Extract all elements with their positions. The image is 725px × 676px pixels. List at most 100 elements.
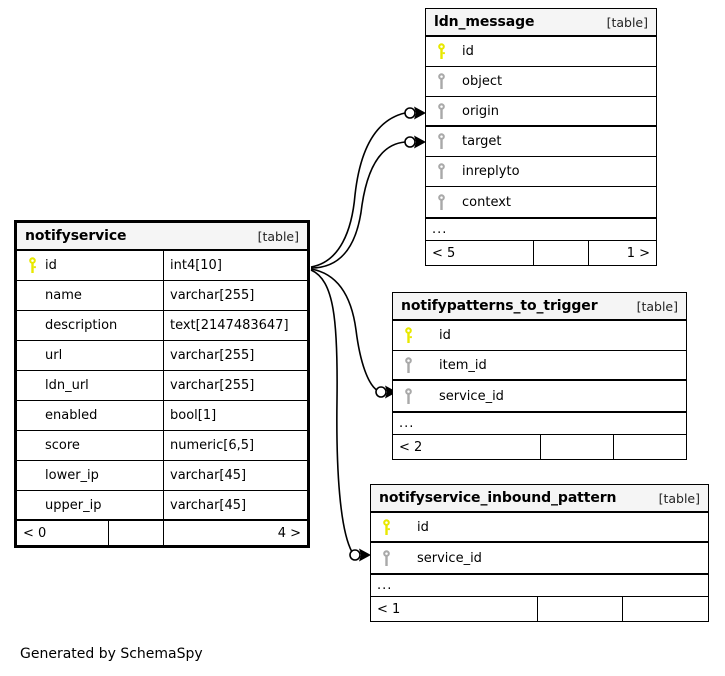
edge-endpoint-circle-patterns (375, 386, 387, 398)
primary-key-icon (23, 257, 41, 274)
column-type: varchar[255] (170, 288, 255, 303)
edge-endpoint-circle-origin (404, 107, 416, 119)
footer-child-count[interactable]: 4 > (277, 525, 301, 541)
primary-key-icon (432, 43, 450, 60)
table-row[interactable]: name varchar[255] (17, 281, 307, 311)
table-row[interactable]: origin (426, 97, 656, 127)
table-notifyservice_inbound_pattern[interactable]: notifyservice_inbound_pattern [table] id (370, 484, 709, 622)
footer-child-count[interactable] (614, 435, 686, 459)
table-row[interactable]: service_id (371, 543, 708, 573)
edge-notifyservice-to-ldn_message-target (310, 141, 406, 269)
table-type-tag: [table] (606, 14, 648, 30)
table-notifypatterns_to_trigger[interactable]: notifypatterns_to_trigger [table] id (392, 292, 687, 460)
foreign-key-icon (432, 163, 450, 180)
table-row[interactable]: description text[2147483647] (17, 311, 307, 341)
column-type: text[2147483647] (170, 318, 289, 333)
table-footer-notifyservice_inbound_pattern: < 1 (371, 597, 708, 621)
footer-parent-count[interactable]: < 5 (426, 241, 534, 265)
column-name: id (417, 519, 429, 535)
column-name: service_id (417, 550, 482, 566)
column-name: inreplyto (462, 164, 520, 179)
table-row[interactable]: upper_ip varchar[45] (17, 491, 307, 521)
foreign-key-icon (432, 73, 450, 90)
foreign-key-icon (399, 387, 417, 405)
column-name: description (45, 318, 118, 333)
table-footer-notifypatterns_to_trigger: < 2 (393, 435, 686, 459)
foreign-key-icon (377, 549, 395, 567)
table-row[interactable]: service_id (393, 381, 686, 411)
table-row[interactable]: ldn_url varchar[255] (17, 371, 307, 401)
table-row[interactable]: id (426, 37, 656, 67)
table-header-notifypatterns_to_trigger: notifypatterns_to_trigger [table] (393, 293, 686, 321)
table-title: notifyservice (25, 228, 127, 244)
table-footer-ldn_message: < 5 1 > (426, 241, 656, 265)
column-name: target (462, 134, 502, 149)
column-name: origin (462, 103, 500, 119)
foreign-key-icon (432, 133, 450, 150)
generator-credit: Generated by SchemaSpy (20, 646, 203, 662)
footer-child-count[interactable]: 1 > (626, 245, 650, 261)
table-row[interactable]: enabled bool[1] (17, 401, 307, 431)
edge-notifyservice-to-notifyservice_inbound_pattern-service_id (310, 269, 353, 553)
column-name: ldn_url (45, 378, 89, 393)
footer-parent-count[interactable]: < 1 (371, 597, 538, 621)
column-name: id (462, 44, 474, 59)
column-name: object (462, 74, 503, 89)
edge-endpoint-circle-target (404, 136, 416, 148)
column-type: bool[1] (170, 408, 217, 423)
column-name: score (45, 438, 80, 453)
column-name: id (439, 328, 451, 343)
column-type: numeric[6,5] (170, 438, 255, 453)
column-type: varchar[255] (170, 348, 255, 363)
footer-parent-count[interactable]: < 0 (17, 521, 109, 545)
column-name: upper_ip (45, 497, 102, 513)
footer-middle (534, 241, 589, 265)
table-footer-notifyservice: < 0 4 > (17, 521, 307, 545)
footer-child-count[interactable] (623, 597, 708, 621)
table-type-tag: [table] (658, 490, 700, 506)
footer-middle (538, 597, 623, 621)
column-type: varchar[255] (170, 378, 255, 393)
edge-endpoint-circle-inbound (349, 549, 361, 561)
table-row[interactable]: inreplyto (426, 157, 656, 187)
table-header-notifyservice_inbound_pattern: notifyservice_inbound_pattern [table] (371, 485, 708, 513)
table-row[interactable]: id (393, 321, 686, 351)
table-row[interactable]: url varchar[255] (17, 341, 307, 371)
foreign-key-icon (432, 102, 450, 120)
column-name: lower_ip (45, 468, 99, 483)
column-name: name (45, 288, 82, 303)
column-name: context (462, 194, 511, 210)
foreign-key-icon (432, 193, 450, 211)
column-type: varchar[45] (170, 468, 247, 483)
table-row[interactable]: score numeric[6,5] (17, 431, 307, 461)
foreign-key-icon (399, 356, 417, 374)
footer-middle (109, 521, 164, 545)
primary-key-icon (377, 518, 395, 536)
column-name: service_id (439, 388, 504, 404)
table-row[interactable]: id (371, 513, 708, 543)
table-header-notifyservice: notifyservice [table] (17, 223, 307, 251)
primary-key-icon (399, 327, 417, 344)
footer-middle (541, 435, 614, 459)
table-row[interactable]: target (426, 127, 656, 157)
table-row[interactable]: context (426, 187, 656, 217)
edge-notifyservice-to-ldn_message-origin (310, 112, 406, 268)
table-header-ldn_message: ldn_message [table] (426, 9, 656, 37)
table-type-tag: [table] (257, 228, 299, 244)
column-name: url (45, 348, 63, 363)
table-notifyservice[interactable]: notifyservice [table] id int4[10] (14, 220, 310, 548)
edge-notifyservice-to-notifypatterns_to_trigger-service_id (310, 268, 379, 392)
table-row[interactable]: item_id (393, 351, 686, 381)
footer-parent-count[interactable]: < 2 (393, 435, 541, 459)
table-row[interactable]: object (426, 67, 656, 97)
table-title: notifyservice_inbound_pattern (379, 490, 617, 506)
table-row[interactable]: lower_ip varchar[45] (17, 461, 307, 491)
column-name: id (45, 258, 57, 273)
table-ldn_message[interactable]: ldn_message [table] id (425, 8, 657, 266)
more-columns-indicator: ... (371, 573, 708, 597)
column-type: varchar[45] (170, 497, 247, 513)
more-columns-indicator: ... (393, 411, 686, 435)
table-row[interactable]: id int4[10] (17, 251, 307, 281)
table-type-tag: [table] (636, 298, 678, 314)
